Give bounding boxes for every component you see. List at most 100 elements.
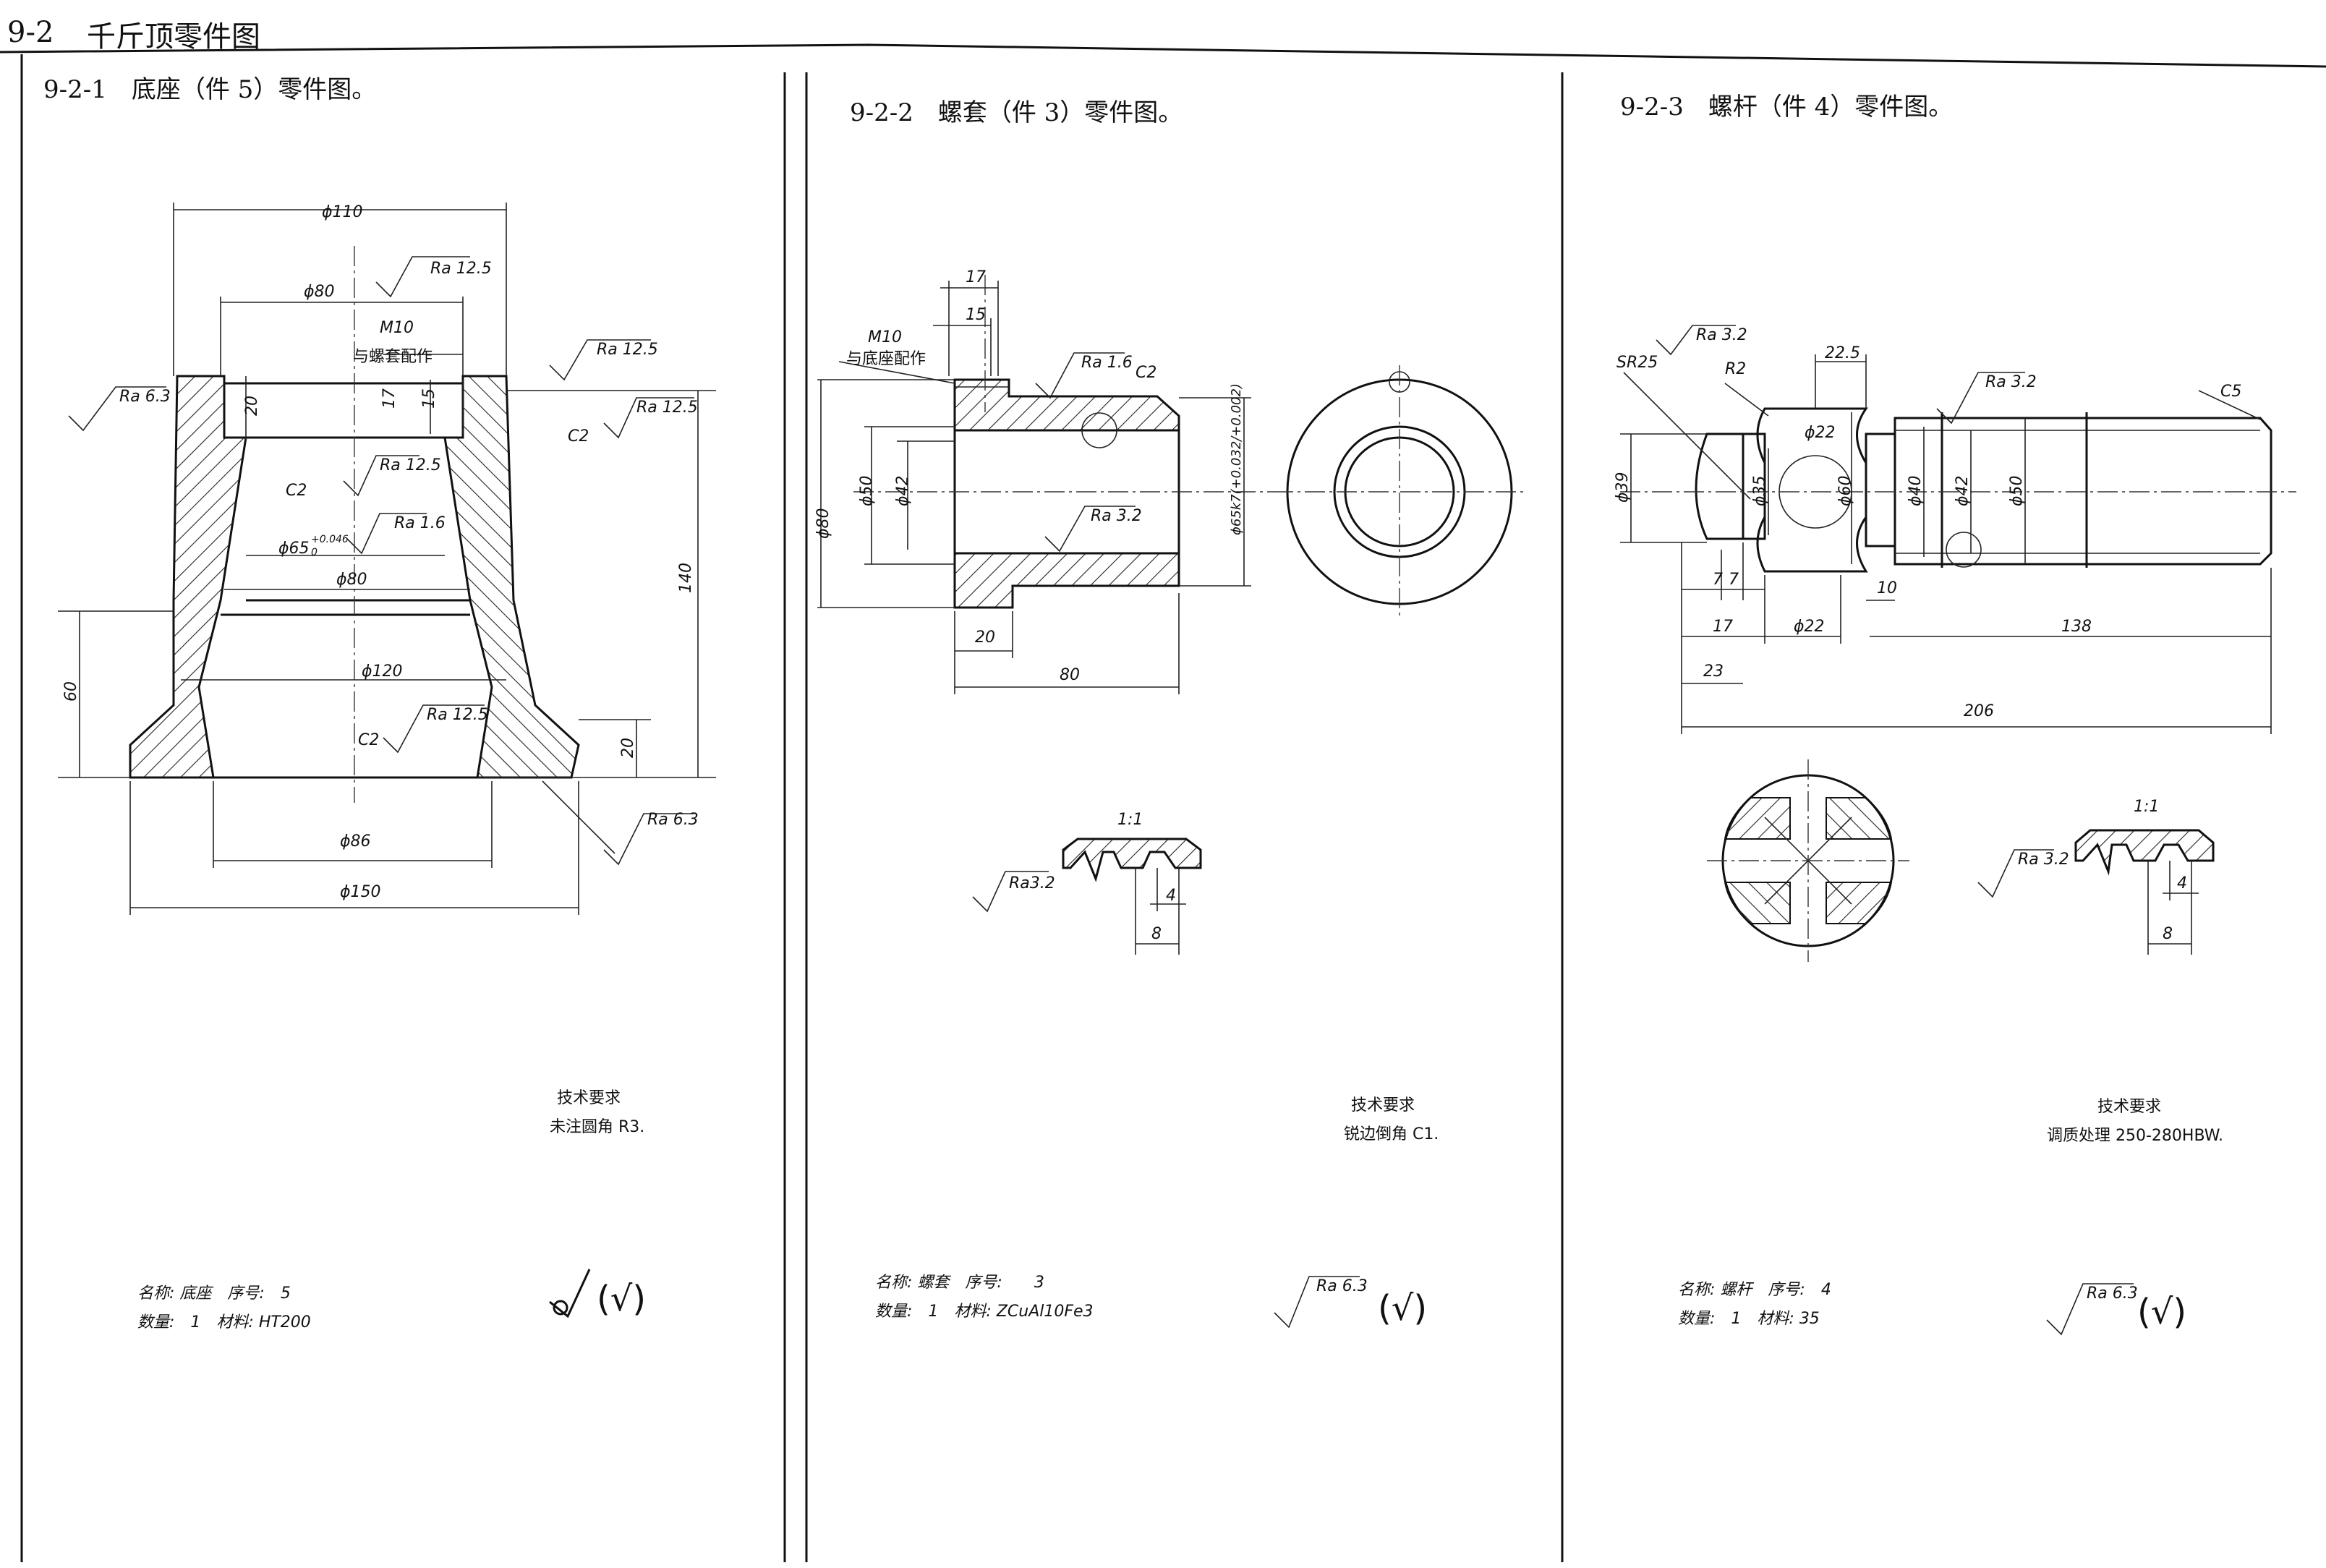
rough-ra63-b: Ra 6.3 [647, 811, 699, 829]
nut-dimensions [817, 281, 1251, 694]
check-symbol-1: (√) [597, 1279, 646, 1319]
dim-d50-screw: ϕ50 [2008, 475, 2026, 506]
dim-22-5: 22.5 [1825, 344, 1860, 362]
dim-d80-mid: ϕ80 [336, 571, 367, 589]
dim-10: 10 [1877, 579, 1897, 597]
dim-15: 15 [966, 306, 986, 324]
dim-h20-bot: 20 [619, 738, 637, 758]
dim-206: 206 [1964, 702, 1994, 720]
info-line2-1: 数量: 1 材料: HT200 [137, 1313, 311, 1331]
dim-4-nut: 4 [1166, 887, 1176, 905]
dim-d65: ϕ65 [278, 540, 310, 558]
dim-8-screw: 8 [2163, 925, 2173, 943]
dim-h15: 15 [420, 388, 438, 409]
chamfer-c2-nut: C2 [1136, 364, 1156, 382]
rough-ra125-b: Ra 12.5 [597, 341, 658, 359]
nut-end-view [1273, 365, 1526, 618]
screw-cross-section [1707, 759, 1909, 962]
screw-dimensions [1620, 354, 2272, 734]
dim-d39: ϕ39 [1614, 472, 1632, 503]
info-line1-1: 名称: 底座 序号: 5 [137, 1284, 291, 1303]
dim-m10-nut: M10 [868, 328, 902, 346]
rough-ra125-a: Ra 12.5 [430, 260, 492, 278]
dim-7a: 7 [1713, 571, 1723, 589]
check-symbol-3: (√) [2137, 1292, 2186, 1332]
tech-heading-1: 技术要求 [557, 1089, 621, 1107]
rough-nut-ra63: Ra 6.3 [1316, 1277, 1368, 1295]
dim-d42-screw: ϕ42 [1954, 475, 1972, 506]
dim-80-nut: 80 [1060, 666, 1080, 684]
dim-d80-nut: ϕ80 [814, 508, 832, 539]
rough-ra125-d: Ra 12.5 [380, 456, 441, 474]
rough-ra125-e: Ra 12.5 [427, 706, 488, 724]
panel1-title: 9-2-1 底座（件 5）零件图。 [43, 75, 377, 104]
check-symbol-2: (√) [1378, 1288, 1427, 1329]
dim-d150: ϕ150 [340, 883, 381, 901]
note-m10-fit: 与螺套配作 [353, 348, 433, 366]
dim-d65k7: ϕ65k7(+0.032/+0.002) [1229, 383, 1244, 535]
dim-m10: M10 [380, 319, 414, 337]
panel3-title: 9-2-3 螺杆（件 4）零件图。 [1620, 93, 1954, 122]
dim-d22-top: ϕ22 [1805, 424, 1836, 442]
dim-d120: ϕ120 [362, 662, 403, 681]
tech-text-2: 锐边倒角 C1. [1344, 1125, 1439, 1143]
tech-text-3: 调质处理 250-280HBW. [2047, 1127, 2223, 1145]
dim-r2: R2 [1725, 360, 1746, 378]
base-section-view [129, 246, 580, 803]
panel2-title: 9-2-2 螺套（件 3）零件图。 [850, 98, 1183, 127]
chamfer-c2-c: C2 [358, 731, 379, 749]
chamfer-c5: C5 [2220, 383, 2241, 401]
nut-roughness-symbols [972, 352, 1360, 1329]
dim-4-screw: 4 [2177, 874, 2187, 892]
page-title: 千斤顶零件图 [87, 20, 260, 54]
dim-d86: ϕ86 [340, 832, 371, 851]
screw-roughness-symbols [1656, 325, 2134, 1336]
rough-screw-ra32-a: Ra 3.2 [1696, 326, 1747, 344]
dim-8-nut: 8 [1151, 925, 1162, 943]
dim-sr25: SR25 [1616, 354, 1658, 372]
detail-scale-nut: 1:1 [1117, 811, 1143, 829]
info-line1-2: 名称: 螺套 序号: 3 [875, 1274, 1044, 1292]
tech-heading-3: 技术要求 [2097, 1098, 2161, 1116]
dim-20-nut: 20 [975, 629, 995, 647]
nut-thread-detail [1062, 838, 1202, 955]
chamfer-c2-a: C2 [568, 427, 589, 446]
rough-ra16: Ra 1.6 [394, 514, 446, 532]
rough-nut-ra32-detail: Ra3.2 [1009, 874, 1055, 892]
dim-d42-nut: ϕ42 [894, 475, 912, 506]
tech-heading-2: 技术要求 [1351, 1096, 1415, 1115]
dim-h140: 140 [677, 563, 695, 593]
chamfer-c2-b: C2 [286, 482, 307, 500]
base-roughness-symbols [68, 256, 694, 866]
rough-ra125-c: Ra 12.5 [636, 399, 698, 417]
sheet-frame [0, 43, 2326, 1562]
page-number: 9-2 [7, 16, 54, 49]
dim-7b: 7 [1729, 571, 1739, 589]
dim-17-screw: 17 [1713, 618, 1733, 636]
dim-d65-tolerance-low: 0 [311, 547, 318, 558]
rough-screw-ra32-b: Ra 3.2 [1985, 373, 2037, 391]
rough-screw-ra32-detail: Ra 3.2 [2018, 851, 2069, 869]
dim-d50-nut: ϕ50 [858, 475, 876, 506]
dim-h17: 17 [380, 388, 399, 409]
screw-main-view [1620, 407, 2296, 573]
rough-ra63-a: Ra 6.3 [119, 388, 171, 406]
dim-17: 17 [966, 268, 986, 286]
info-line2-2: 数量: 1 材料: ZCuAl10Fe3 [875, 1303, 1094, 1321]
rough-nut-ra16: Ra 1.6 [1081, 354, 1133, 372]
dim-d65-tolerance: +0.046 [311, 534, 349, 545]
dim-d60: ϕ60 [1836, 475, 1854, 506]
dim-h60: 60 [62, 681, 80, 702]
detail-scale-screw: 1:1 [2134, 798, 2159, 816]
dim-23: 23 [1703, 662, 1724, 681]
note-m10-fit-nut: 与底座配作 [846, 350, 926, 368]
dim-d35: ϕ35 [1751, 475, 1769, 506]
dim-h20-top: 20 [243, 396, 261, 416]
info-line1-3: 名称: 螺杆 序号: 4 [1678, 1281, 1831, 1299]
dim-138: 138 [2061, 618, 2092, 636]
rough-screw-ra63: Ra 6.3 [2087, 1284, 2138, 1303]
dim-d110: ϕ110 [322, 203, 363, 221]
screw-thread-detail [2074, 829, 2215, 955]
dim-d80-top: ϕ80 [304, 283, 335, 301]
